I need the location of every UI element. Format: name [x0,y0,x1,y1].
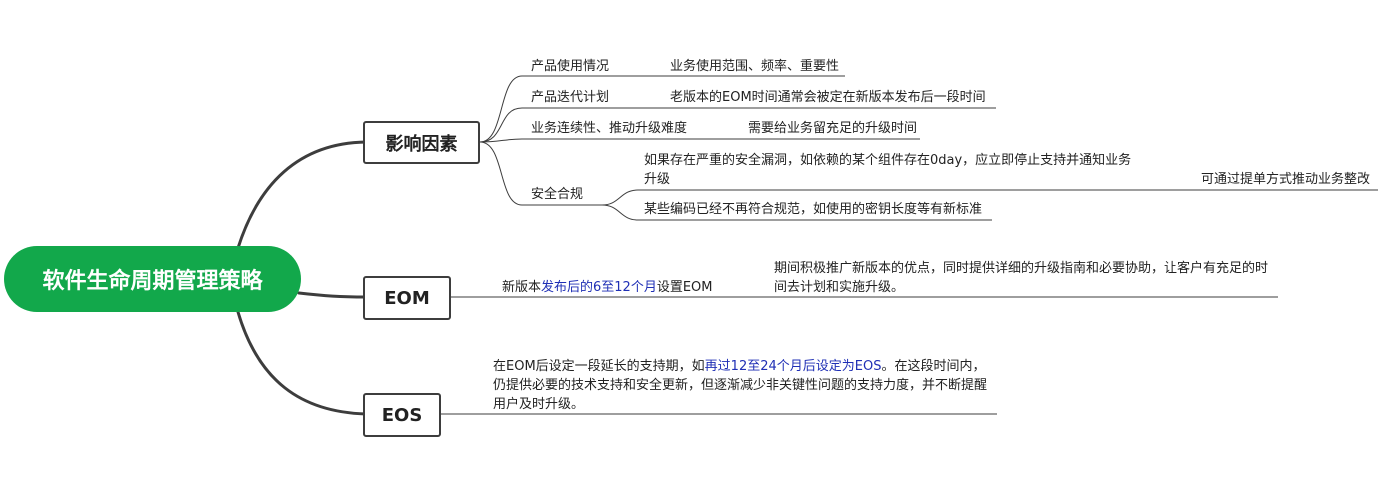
link-security-detail-1 [601,189,1378,206]
eos-text-prefix: 在EOM后设定一段延长的支持期，如 [493,359,705,374]
item-usage-label[interactable]: 产品使用情况 [531,59,610,74]
link-root-eom [297,291,368,299]
link-security-detail-2 [601,204,992,221]
link-root-eos [236,310,368,416]
item-continuity-label[interactable]: 业务连续性、推动升级难度 [531,121,688,136]
item-usage-detail[interactable]: 业务使用范围、频率、重要性 [670,59,840,74]
eos-text-suffix: 。在这段时间内，仍提供必要的技术支持和安全更新，但逐渐减少非关键性问题的支持力度… [493,359,988,412]
eom-text-prefix: 新版本 [502,280,542,295]
eos-text-highlight: 再过12至24个月后设定为EOS [704,359,882,374]
item-security-label[interactable]: 安全合规 [531,187,584,202]
branch-influence[interactable]: 影响因素 [363,121,480,164]
item-iteration-detail[interactable]: 老版本的EOM时间通常会被定在新版本发布后一段时间 [670,90,986,105]
branch-eos[interactable]: EOS [363,393,441,437]
link-item-usage [479,75,665,143]
eom-text-suffix: 设置EOM [656,280,713,295]
item-security-extra[interactable]: 可通过提单方式推动业务整改 [1201,172,1371,187]
item-security-detail-2[interactable]: 某些编码已经不再符合规范，如使用的密钥长度等有新标准 [644,202,983,217]
item-security-detail-1[interactable]: 如果存在严重的安全漏洞，如依赖的某个组件存在0day，应立即停止支持并通知业务升… [644,153,1132,187]
eom-text-highlight: 发布后的6至12个月 [541,280,657,295]
link-item-iteration [479,107,665,143]
branch-eom[interactable]: EOM [363,276,451,320]
link-root-influence [236,140,368,250]
item-iteration-label[interactable]: 产品迭代计划 [531,90,610,105]
eom-detail[interactable]: 期间积极推广新版本的优点，同时提供详细的升级指南和必要协助，让客户有充足的时间去… [774,261,1269,295]
link-item-security [479,141,602,206]
eom-text[interactable]: 新版本发布后的6至12个月设置EOM [502,278,713,297]
link-item-continuity [479,138,742,143]
item-continuity-detail[interactable]: 需要给业务留充足的升级时间 [748,121,918,136]
root-topic[interactable]: 软件生命周期管理策略 [4,246,301,312]
eos-text[interactable]: 在EOM后设定一段延长的支持期，如再过12至24个月后设定为EOS。在这段时间内… [493,357,993,414]
